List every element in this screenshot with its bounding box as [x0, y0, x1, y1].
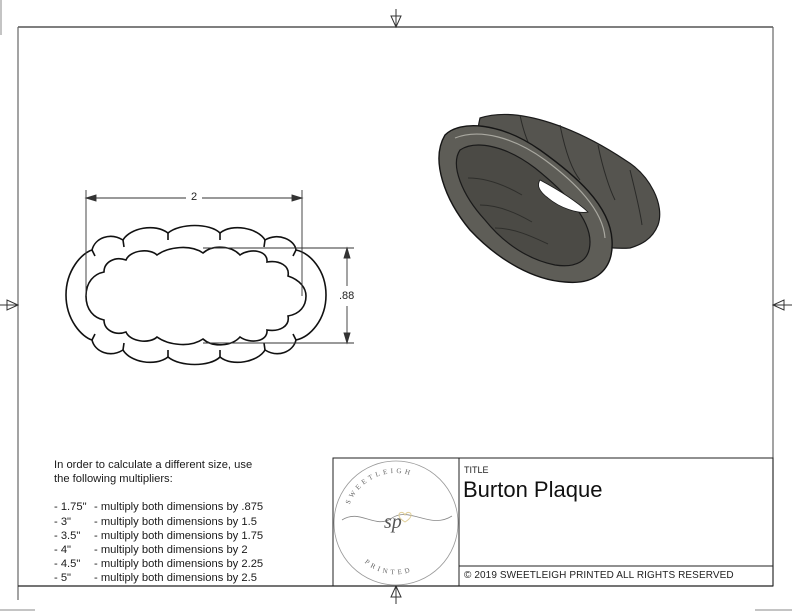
plaque-top-view	[65, 224, 327, 366]
logo-top-text: SWEETLEIGH	[344, 467, 411, 506]
multiplier-row: - 3"- multiply both dimensions by 1.5	[54, 515, 257, 528]
multiplier-row: - 4"- multiply both dimensions by 2	[54, 544, 248, 557]
multiplier-row: - 1.75"- multiply both dimensions by .87…	[54, 501, 264, 514]
multiplier-row: - 4.5"- multiply both dimensions by 2.25	[54, 558, 264, 571]
svg-text:PRINTED: PRINTED	[363, 558, 414, 577]
sweetleigh-logo: SWEETLEIGH PRINTED sp	[333, 460, 459, 586]
multiplier-row: - 5"- multiply both dimensions by 2.5	[54, 572, 257, 585]
outer-scalloped-outline	[65, 224, 327, 366]
title-label: TITLE	[464, 465, 489, 475]
height-dimension	[203, 246, 354, 345]
center-mark-top-icon	[390, 9, 402, 29]
width-dimension	[84, 190, 304, 296]
multiplier-row: - 3.5"- multiply both dimensions by 1.75	[54, 529, 264, 542]
inner-scalloped-outline	[85, 246, 307, 346]
notes-intro-line2: the following multipliers:	[54, 473, 173, 486]
heart-icon	[398, 512, 412, 523]
plaque-3d-model	[438, 113, 661, 284]
width-dimension-label: 2	[189, 191, 200, 203]
center-mark-left-icon	[0, 299, 20, 311]
center-mark-bottom-icon	[390, 584, 402, 604]
copyright-notice: © 2019 SWEETLEIGH PRINTED ALL RIGHTS RES…	[464, 570, 734, 581]
center-mark-right-icon	[771, 299, 792, 311]
drawing-title: Burton Plaque	[463, 477, 603, 502]
notes-intro-line1: In order to calculate a different size, …	[54, 459, 253, 471]
svg-text:SWEETLEIGH: SWEETLEIGH	[344, 467, 414, 506]
height-dimension-label: .88	[338, 290, 356, 302]
size-multiplier-notes: In order to calculate a different size, …	[54, 458, 263, 586]
title-block	[332, 457, 774, 587]
logo-bottom-text: PRINTED	[363, 558, 410, 577]
logo-monogram: sp	[384, 511, 402, 533]
